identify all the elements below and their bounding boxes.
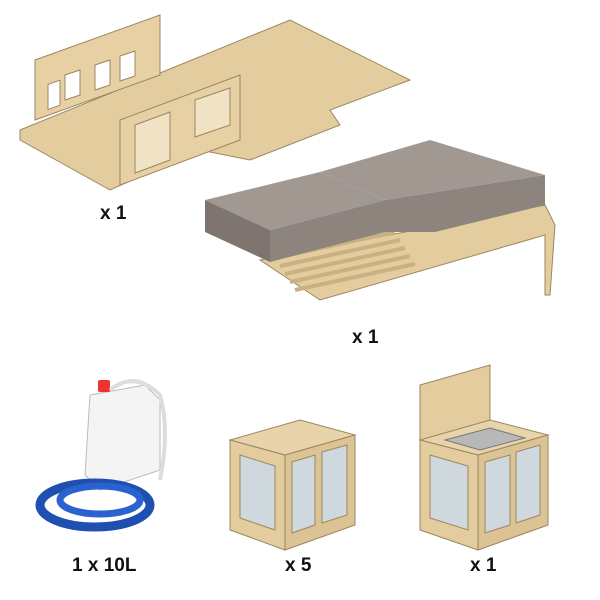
water-tank-illustration [35,379,167,532]
bed-quantity: x 1 [352,327,379,348]
water-tank-quantity: 1 x 10L [72,555,137,576]
floor-panel-illustration [19,14,412,191]
floor-panel-quantity: x 1 [100,203,127,224]
storage-cabinet-quantity: x 5 [285,555,312,576]
bed-illustration [205,140,556,301]
sink-cabinet-quantity: x 1 [470,555,497,576]
storage-cabinet-illustration [228,419,357,551]
sink-cabinet-illustration [418,364,550,551]
